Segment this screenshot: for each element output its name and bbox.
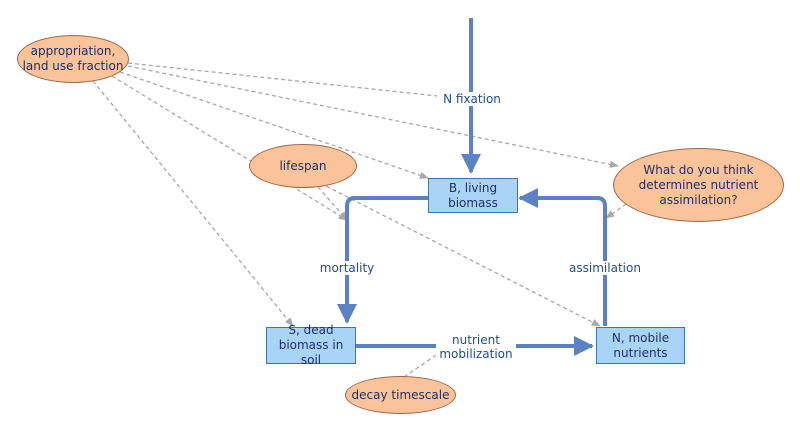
link-appropriation-to-living-biomass: [119, 71, 429, 179]
aux-appropriation[interactable]: appropriation, land use fraction: [17, 35, 129, 83]
aux-lifespan[interactable]: lifespan: [249, 144, 357, 188]
link-appropriation-to-dead-biomass: [92, 80, 294, 327]
flow-label-n-fixation: N fixation: [437, 92, 507, 106]
flow-label-assimilation: assimilation: [568, 261, 642, 275]
link-lifespan-to-mortality: [317, 186, 348, 221]
link-lifespan-to-mobile-nutrients: [319, 182, 601, 327]
flow-mortality: [337, 196, 428, 324]
stock-mobile-nutrients[interactable]: N, mobile nutrients: [596, 327, 685, 364]
aux-decay-timescale[interactable]: decay timescale: [345, 376, 456, 414]
link-decay-to-mobilization: [403, 348, 446, 378]
stock-dead-biomass[interactable]: S, dead biomass in soil: [266, 323, 356, 367]
link-appropriation-to-question: [127, 65, 619, 168]
flow-label-nutrient-mobilization: nutrient mobilization: [436, 333, 516, 361]
info-links: [92, 62, 633, 378]
aux-assimilation-question[interactable]: What do you think determines nutrient as…: [613, 148, 784, 222]
link-appropriation-to-n-fixation: [127, 62, 467, 102]
flow-assimilation: [518, 188, 607, 326]
link-appropriation-to-mortality: [111, 75, 348, 221]
link-question-to-assimilation: [605, 199, 633, 219]
stock-living-biomass[interactable]: B, living biomass: [428, 178, 518, 213]
flow-label-mortality: mortality: [316, 261, 378, 275]
